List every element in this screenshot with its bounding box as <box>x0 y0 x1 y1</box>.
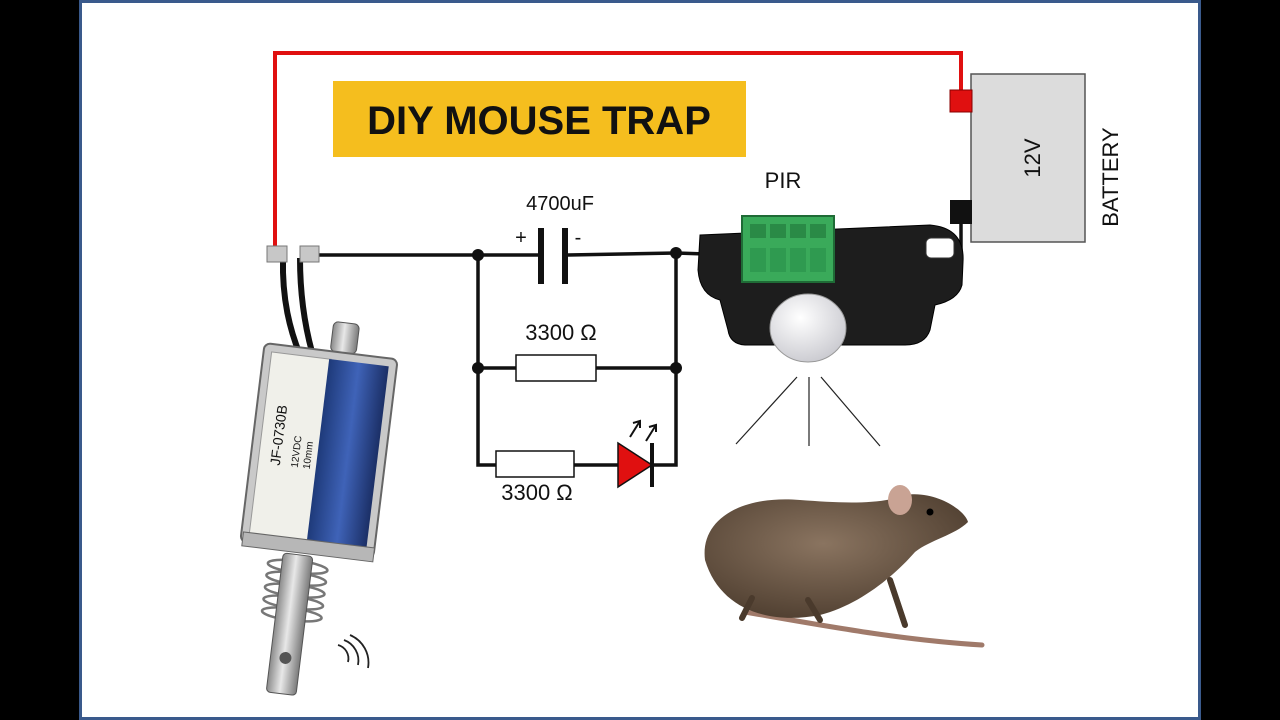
led-light-arrows <box>629 419 657 442</box>
battery-negative-terminal <box>950 200 972 224</box>
solenoid: JF-0730B 12VDC 10mm <box>239 245 398 696</box>
resistor-top: 3300 Ω <box>515 320 597 382</box>
pir-label: PIR <box>765 168 802 193</box>
resistor-bottom-label: 3300 Ω <box>501 480 573 505</box>
capacitor-label: 4700uF <box>526 193 594 215</box>
solenoid-spec-2: 10mm <box>302 441 316 470</box>
pir-detection-lines <box>735 376 881 447</box>
battery-label: BATTERY <box>1098 127 1123 227</box>
page-title: DIY MOUSE TRAP <box>367 99 711 143</box>
pir-terminal-block <box>741 215 835 283</box>
title-box: DIY MOUSE TRAP <box>333 81 746 157</box>
rat-illustration <box>704 485 985 648</box>
solenoid-model: JF-0730B <box>267 404 290 466</box>
vibration-arcs <box>337 634 370 669</box>
capacitor-plus-label: + <box>515 227 527 249</box>
title-background <box>333 81 746 157</box>
capacitor-minus-label: - <box>575 227 582 249</box>
battery-voltage-label: 12V <box>1020 138 1045 177</box>
pir-dome <box>769 293 847 363</box>
battery-positive-terminal <box>949 89 973 113</box>
pir-sensor: PIR <box>697 168 964 447</box>
solenoid-spec-1: 12VDC <box>290 435 305 468</box>
capacitor-4700uf: 4700uF + - <box>515 193 594 284</box>
positive-wire <box>273 51 963 250</box>
resistor-top-label: 3300 Ω <box>525 320 597 345</box>
resistor-bottom: 3300 Ω <box>495 450 575 505</box>
led-diode <box>617 419 657 489</box>
battery: 12V BATTERY <box>949 73 1123 243</box>
